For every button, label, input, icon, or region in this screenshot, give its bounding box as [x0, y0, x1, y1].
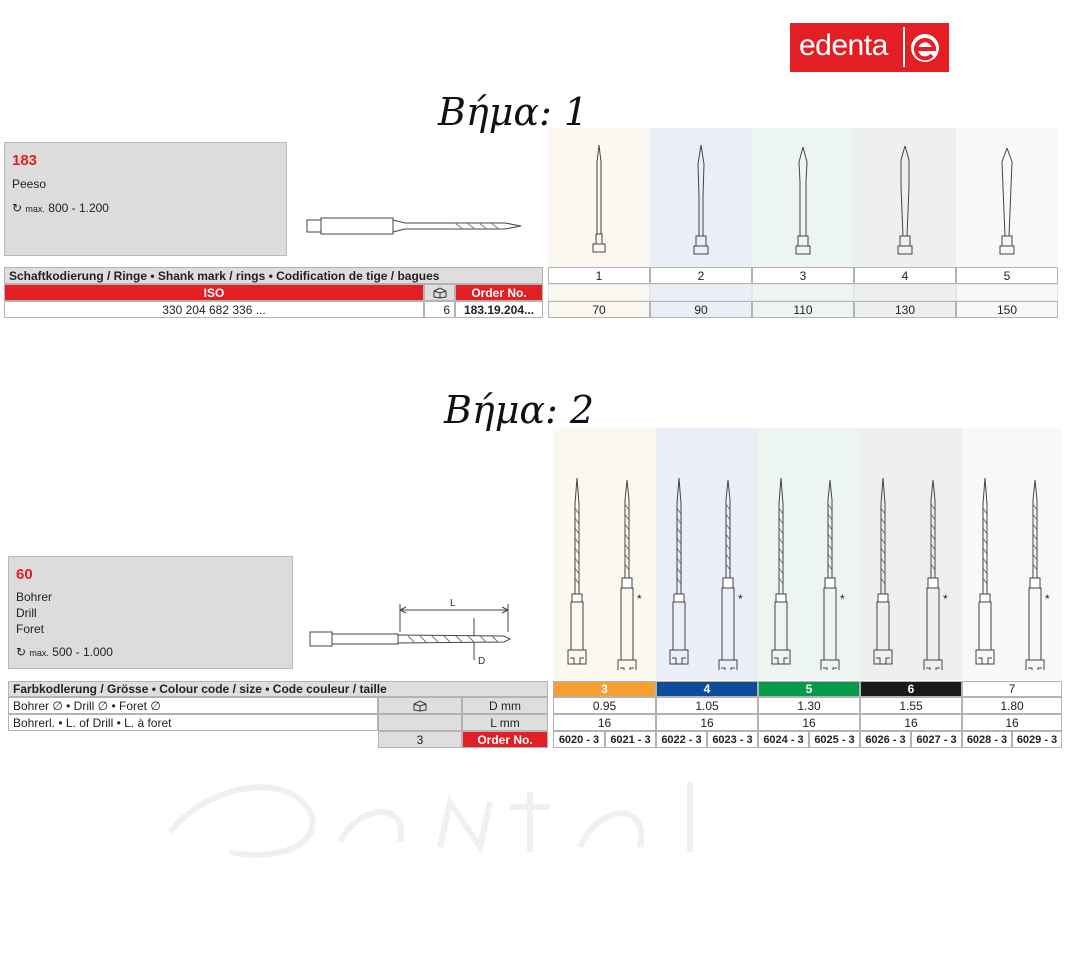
- diameter-cell-4: 1.05: [656, 697, 758, 714]
- step1-ring-1: 1: [548, 267, 650, 284]
- drill-dimension-drawing: L D: [309, 598, 512, 667]
- step1-value-2: 90: [650, 301, 752, 318]
- diameter-cell-3: 0.95: [553, 697, 656, 714]
- step2-product-name-en: Drill: [16, 606, 37, 620]
- step1-product-name: Peeso: [12, 177, 47, 191]
- step1-title: Βήμα: 1: [438, 90, 589, 134]
- size-cell-5: 5: [758, 681, 860, 697]
- step1-ring-5: 5: [956, 267, 1058, 284]
- step2-product-number: 60: [16, 566, 33, 583]
- step2-blank-cell: [378, 714, 462, 731]
- step1-pack-qty: 6: [424, 301, 455, 318]
- order-cell-6026: 6026 - 3: [860, 731, 911, 748]
- step1-value-3: 110: [752, 301, 854, 318]
- step1-col-bg-1: [548, 128, 650, 268]
- step2-row-length-label: Bohrerl. • L. of Drill • L. à foret: [8, 714, 378, 731]
- step1-col-bg-4: [854, 128, 956, 268]
- step1-blank-4: [854, 284, 956, 301]
- diameter-cell-6: 1.55: [860, 697, 962, 714]
- rotation-icon: ↻: [12, 201, 23, 215]
- length-cell-7: 16: [962, 714, 1062, 731]
- step1-col-bg-3: [752, 128, 854, 268]
- step2-row-drill-label: Bohrer ∅ • Drill ∅ • Foret ∅: [8, 697, 378, 714]
- size-cell-6: 6: [860, 681, 962, 697]
- rotation-icon: ↻: [16, 645, 27, 659]
- step1-blank-5: [956, 284, 1058, 301]
- star-mark-4: *: [637, 592, 642, 606]
- step1-col-bg-5: [956, 128, 1058, 268]
- length-cell-5: 16: [758, 714, 860, 731]
- order-cell-6024: 6024 - 3: [758, 731, 809, 748]
- step2-product-name-de: Bohrer: [16, 590, 53, 604]
- step1-blank-3: [752, 284, 854, 301]
- length-cell-3: 16: [553, 714, 656, 731]
- size-cell-4: 4: [656, 681, 758, 697]
- size-cell-7: 7: [962, 681, 1062, 697]
- star-mark-8: *: [1045, 592, 1050, 606]
- step1-table-header: Schaftkodierung / Ringe • Shank mark / r…: [4, 267, 543, 284]
- dimension-D-label: D: [478, 656, 485, 667]
- step1-iso-label: ISO: [4, 284, 424, 301]
- step2-table-header: Farbkodlerung / Grösse • Colour code / s…: [8, 681, 548, 697]
- step1-order-label: Order No.: [455, 284, 543, 301]
- star-mark-7: *: [943, 592, 948, 606]
- step1-speed: ↻ max. 800 - 1.200: [12, 201, 109, 215]
- order-cell-6025: 6025 - 3: [809, 731, 860, 748]
- drill-sizes-drawing: [567, 478, 1045, 670]
- step1-value-4: 130: [854, 301, 956, 318]
- star-mark-5: *: [738, 592, 743, 606]
- step1-order-value: 183.19.204...: [455, 301, 543, 318]
- diameter-cell-5: 1.30: [758, 697, 860, 714]
- step1-iso-value: 330 204 682 336 ...: [4, 301, 424, 318]
- logo-text: edenta: [799, 29, 888, 62]
- step2-title: Βήμα: 2: [444, 388, 595, 432]
- length-cell-6: 16: [860, 714, 962, 731]
- dimension-L-label: L: [450, 598, 456, 609]
- step2-product-name-fr: Foret: [16, 622, 45, 636]
- step2-col-bg-3: [553, 428, 656, 680]
- step2-product-box: 60 Bohrer Drill Foret ↻ max. 500 - 1.000: [8, 556, 293, 669]
- star-mark-6: *: [840, 592, 845, 606]
- order-cell-6021: 6021 - 3: [605, 731, 656, 748]
- length-cell-4: 16: [656, 714, 758, 731]
- step1-value-1: 70: [548, 301, 650, 318]
- order-cell-6029: 6029 - 3: [1012, 731, 1062, 748]
- step1-ring-4: 4: [854, 267, 956, 284]
- step2-unit-D: D mm: [462, 697, 548, 714]
- step1-ring-2: 2: [650, 267, 752, 284]
- step1-product-number: 183: [12, 152, 38, 169]
- diameter-cell-7: 1.80: [962, 697, 1062, 714]
- step1-value-5: 150: [956, 301, 1058, 318]
- order-cell-6022: 6022 - 3: [656, 731, 707, 748]
- step2-order-label: Order No.: [462, 731, 548, 748]
- peeso-reamer-sizes-drawing: [592, 144, 1015, 255]
- edenta-e-icon: [903, 27, 939, 67]
- peeso-drill-drawing: [306, 217, 522, 235]
- order-cell-6020: 6020 - 3: [553, 731, 605, 748]
- order-cell-6027: 6027 - 3: [911, 731, 962, 748]
- watermark-decoration: [167, 782, 693, 858]
- order-cell-6023: 6023 - 3: [707, 731, 758, 748]
- step1-blank-2: [650, 284, 752, 301]
- step2-pack-qty: 3: [378, 731, 462, 748]
- step1-product-box: 183 Peeso ↻ max. 800 - 1.200: [4, 142, 287, 256]
- step1-col-bg-2: [650, 128, 752, 268]
- step2-speed: ↻ max. 500 - 1.000: [16, 645, 113, 659]
- step1-blank-1: [548, 284, 650, 301]
- step2-unit-L: L mm: [462, 714, 548, 731]
- package-icon: [424, 284, 455, 301]
- step1-ring-3: 3: [752, 267, 854, 284]
- package-icon: [378, 697, 462, 714]
- order-cell-6028: 6028 - 3: [962, 731, 1012, 748]
- size-cell-3: 3: [553, 681, 656, 697]
- edenta-logo: edenta: [790, 23, 949, 72]
